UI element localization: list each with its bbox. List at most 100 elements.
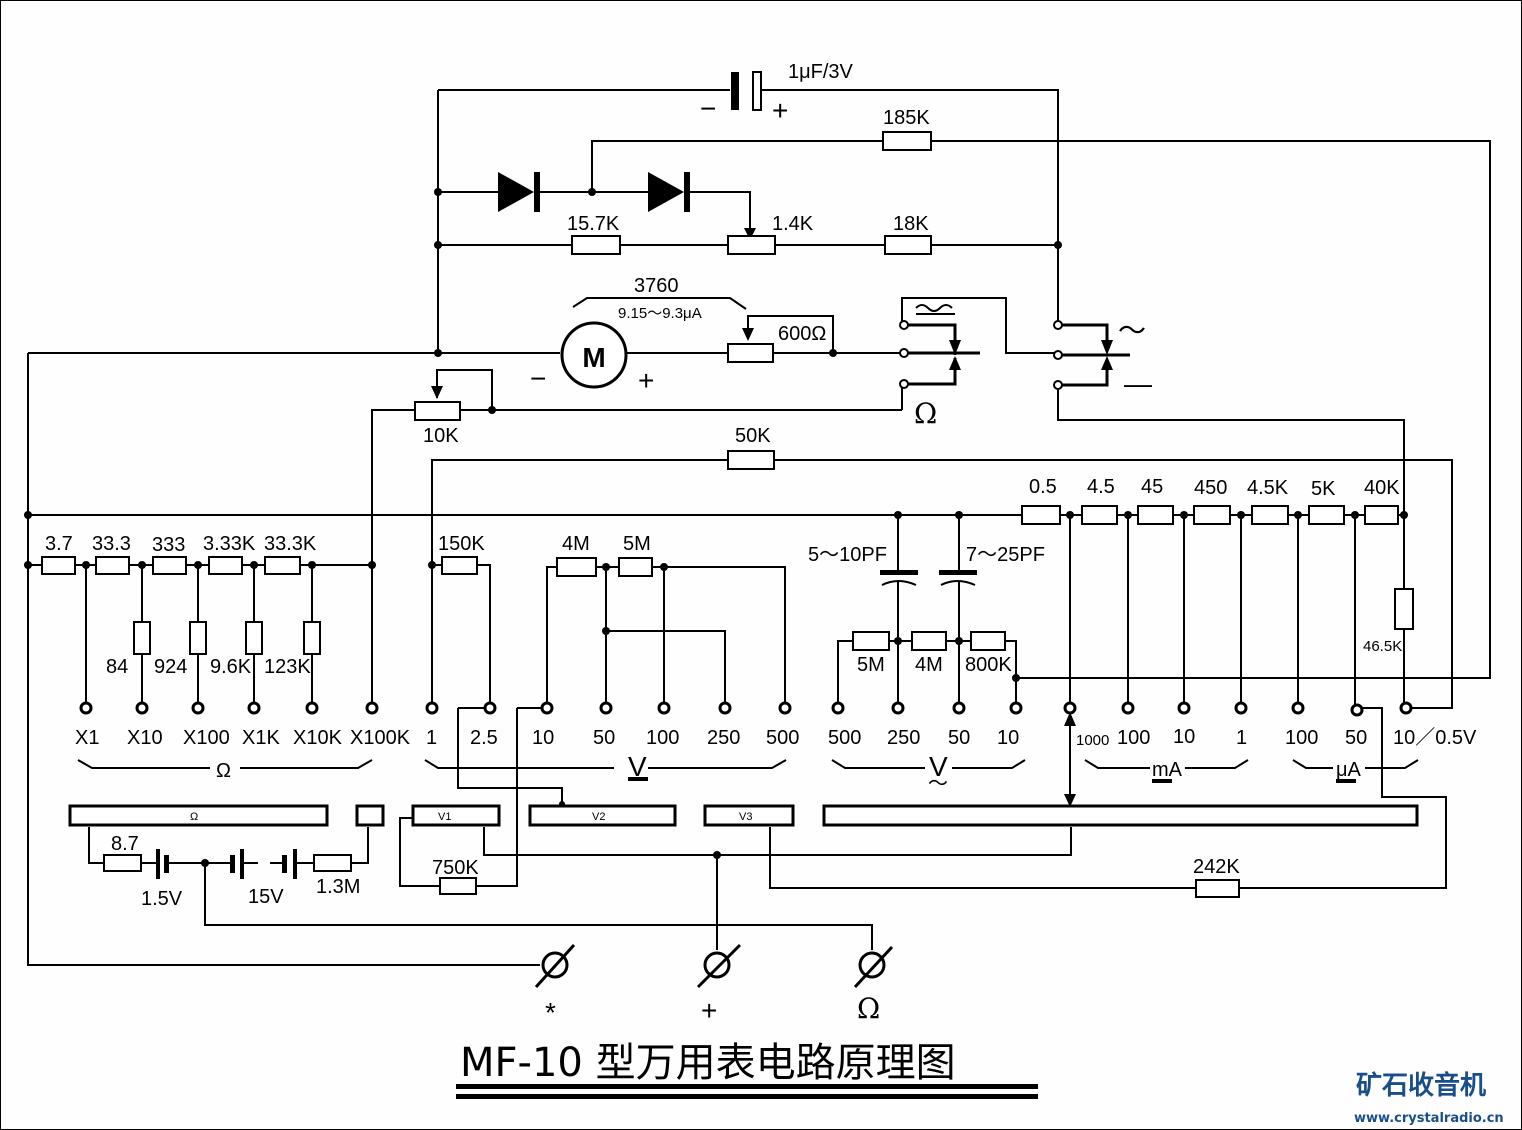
- terminal-ma-10[interactable]: [1177, 701, 1191, 715]
- shunt-1: 4.5: [1087, 476, 1115, 498]
- dcv-range-6: 500: [766, 727, 799, 749]
- acv-range-terminals[interactable]: [831, 701, 1023, 715]
- label-600: 600Ω: [778, 323, 826, 345]
- terminal-ua-50[interactable]: [1350, 703, 1364, 717]
- terminal-x10[interactable]: [135, 701, 149, 715]
- terminal-x100k[interactable]: [365, 701, 379, 715]
- ua-range-2: 10／0.5V: [1393, 727, 1477, 749]
- ma-range-2: 10: [1173, 726, 1195, 748]
- acv-section: [831, 511, 1026, 769]
- diode-1: [498, 172, 540, 212]
- top-wiring: [27, 89, 1491, 966]
- terminal-dcv-50[interactable]: [599, 701, 613, 715]
- meter-current: 9.15～9.3μA: [618, 305, 702, 322]
- function-switch-2[interactable]: [1053, 320, 1130, 390]
- terminal-ua-100[interactable]: [1291, 701, 1305, 715]
- ohm-group-label: Ω: [216, 760, 231, 782]
- shunt-2: 45: [1141, 476, 1163, 498]
- terminal-dcv-1[interactable]: [425, 701, 439, 715]
- dcv-range-3: 50: [593, 727, 615, 749]
- dcv-section: [399, 556, 787, 887]
- acv-res-2: 800K: [965, 654, 1012, 676]
- terminal-acv-50[interactable]: [952, 701, 966, 715]
- label-cap-7-25pf: 7～25PF: [966, 544, 1045, 566]
- jack-positive[interactable]: [696, 943, 742, 989]
- terminal-ma-1[interactable]: [1234, 701, 1248, 715]
- diode-2: [648, 172, 690, 212]
- terminal-dcv-2-5[interactable]: [483, 701, 497, 715]
- label-1-4k: 1.4K: [772, 213, 814, 235]
- ohm-range-4: X10K: [293, 727, 343, 749]
- acv-range-1: 250: [887, 727, 920, 749]
- range-switch-v3[interactable]: [703, 804, 795, 827]
- ua-underline: [1336, 779, 1356, 783]
- range-switch-v2[interactable]: [528, 804, 677, 827]
- label-1-3m: 1.3M: [316, 876, 360, 898]
- switch-bars: [68, 804, 1419, 827]
- shunt-6: 40K: [1364, 477, 1400, 499]
- terminal-dcv-10[interactable]: [540, 701, 554, 715]
- label-cap-5-10pf: 5～10PF: [808, 544, 887, 566]
- function-switch-1[interactable]: [899, 304, 980, 389]
- bottom-wiring: [88, 818, 1240, 950]
- meter-minus: −: [530, 363, 546, 394]
- resistor-18k: [884, 235, 932, 255]
- watermark-logo: 矿石收音机: [1356, 1070, 1486, 1101]
- capacitor-plus: +: [772, 95, 788, 126]
- dcv-range-2: 10: [532, 727, 554, 749]
- jack-common[interactable]: [534, 943, 576, 989]
- switch-ohm-label: Ω: [190, 811, 198, 823]
- terminal-ma-1000[interactable]: [1063, 701, 1077, 715]
- dcv-range-5: 250: [707, 727, 740, 749]
- dcv-range-1: 2.5: [470, 727, 498, 749]
- label-10k: 10K: [423, 425, 459, 447]
- diagram-title: MF-10 型万用表电路原理图: [460, 1040, 956, 1086]
- range-switch-ohm-aux[interactable]: [355, 804, 385, 827]
- switch2-dc-label: —: [1124, 368, 1152, 399]
- terminal-ma-100[interactable]: [1121, 701, 1135, 715]
- dcv-group-label: V: [628, 751, 647, 782]
- meter-movement: M: [560, 297, 747, 389]
- terminal-acv-10[interactable]: [1009, 701, 1023, 715]
- label-battery-1-5v: 1.5V: [141, 888, 183, 910]
- meter-resistance: 3760: [634, 275, 679, 297]
- label-18k: 18K: [893, 213, 929, 235]
- label-46-5k: 46.5K: [1363, 638, 1402, 655]
- capacitor-label: 1μF/3V: [788, 61, 854, 83]
- label-4m: 4M: [562, 533, 590, 555]
- terminal-acv-250[interactable]: [891, 701, 905, 715]
- range-switch-ohm[interactable]: [68, 804, 329, 827]
- terminal-x1k[interactable]: [247, 701, 261, 715]
- capacitor-minus: −: [700, 93, 716, 124]
- terminal-acv-500[interactable]: [831, 701, 845, 715]
- ohm-range-3: X1K: [242, 727, 280, 749]
- current-range-terminals[interactable]: [1063, 701, 1413, 717]
- dcv-range-terminals[interactable]: [425, 701, 792, 715]
- terminal-dcv-100[interactable]: [657, 701, 671, 715]
- terminal-x1[interactable]: [79, 701, 93, 715]
- terminal-ua-10[interactable]: [1399, 701, 1413, 715]
- range-switch-current[interactable]: [822, 804, 1419, 827]
- ohm-series-1: 33.3: [92, 533, 131, 555]
- current-section: [1021, 505, 1447, 889]
- terminal-x100[interactable]: [191, 701, 205, 715]
- acv-range-2: 50: [948, 727, 970, 749]
- title-underline-2: [456, 1094, 1038, 1099]
- watermark-url[interactable]: www.crystalradio.cn: [1354, 1111, 1504, 1126]
- range-switch-v1[interactable]: [411, 804, 501, 827]
- meter-plus: +: [638, 365, 654, 396]
- dc-underline: [628, 777, 648, 781]
- jack-common-label: *: [545, 997, 556, 1028]
- terminal-x10k[interactable]: [305, 701, 319, 715]
- ohm-series-2: 333: [152, 534, 185, 556]
- ohm-range-terminals[interactable]: [79, 701, 379, 715]
- resistor-15-7k: [571, 235, 621, 255]
- switch2-ac-label: ～: [1118, 314, 1146, 347]
- label-242k: 242K: [1193, 856, 1240, 878]
- terminal-dcv-500[interactable]: [778, 701, 792, 715]
- shunt-0: 0.5: [1029, 476, 1057, 498]
- ohm-series-0: 3.7: [45, 533, 73, 555]
- terminal-dcv-250[interactable]: [718, 701, 732, 715]
- jack-ohm[interactable]: [853, 945, 894, 989]
